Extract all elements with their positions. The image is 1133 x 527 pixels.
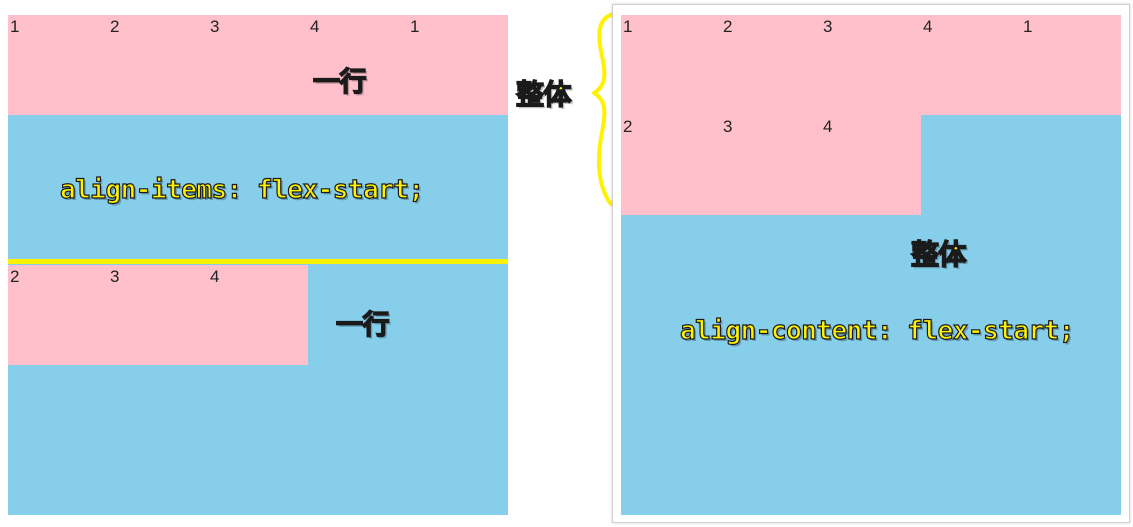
- item-number: 1: [623, 17, 633, 36]
- item-number: 2: [10, 267, 20, 286]
- flex-item: 1: [408, 15, 508, 115]
- align-items-demo-container: 1 2 3 4 1 2 3 4: [8, 15, 508, 515]
- flex-item: 2: [8, 265, 108, 365]
- item-number: 1: [10, 17, 20, 36]
- item-number: 3: [210, 17, 220, 36]
- annotation-row-2: 一行: [335, 309, 390, 341]
- flex-item: 4: [921, 15, 1021, 115]
- annotation-whole-side: 整体: [515, 77, 572, 111]
- flex-item: 3: [721, 115, 821, 215]
- item-number: 2: [110, 17, 120, 36]
- flex-item: 3: [208, 15, 308, 115]
- item-number: 2: [723, 17, 733, 36]
- annotation-align-items: align-items: flex-start;: [59, 174, 424, 205]
- item-number: 4: [923, 17, 933, 36]
- flex-item: 3: [821, 15, 921, 115]
- annotation-whole-inside: 整体: [910, 237, 967, 271]
- flex-item: 2: [721, 15, 821, 115]
- flex-item: 4: [821, 115, 921, 215]
- flex-item: 2: [621, 115, 721, 215]
- flex-item: 1: [1021, 15, 1121, 115]
- flex-item: 2: [108, 15, 208, 115]
- curly-brace-icon: [592, 12, 620, 209]
- item-number: 4: [210, 267, 220, 286]
- item-number: 4: [310, 17, 320, 36]
- flex-item: 1: [621, 15, 721, 115]
- flex-item: 4: [208, 265, 308, 365]
- flex-item: 1: [8, 15, 108, 115]
- item-number: 1: [1023, 17, 1033, 36]
- row-divider-line: [8, 259, 508, 264]
- flex-item: 3: [108, 265, 208, 365]
- item-number: 1: [410, 17, 420, 36]
- align-content-demo-container: 1 2 3 4 1 2 3 4: [621, 15, 1121, 515]
- annotation-align-content: align-content: flex-start;: [679, 315, 1075, 346]
- flex-item: 4: [308, 15, 408, 115]
- item-number: 4: [823, 117, 833, 136]
- item-number: 3: [110, 267, 120, 286]
- item-number: 3: [723, 117, 733, 136]
- annotation-row-1: 一行: [312, 66, 367, 98]
- item-number: 3: [823, 17, 833, 36]
- item-number: 2: [623, 117, 633, 136]
